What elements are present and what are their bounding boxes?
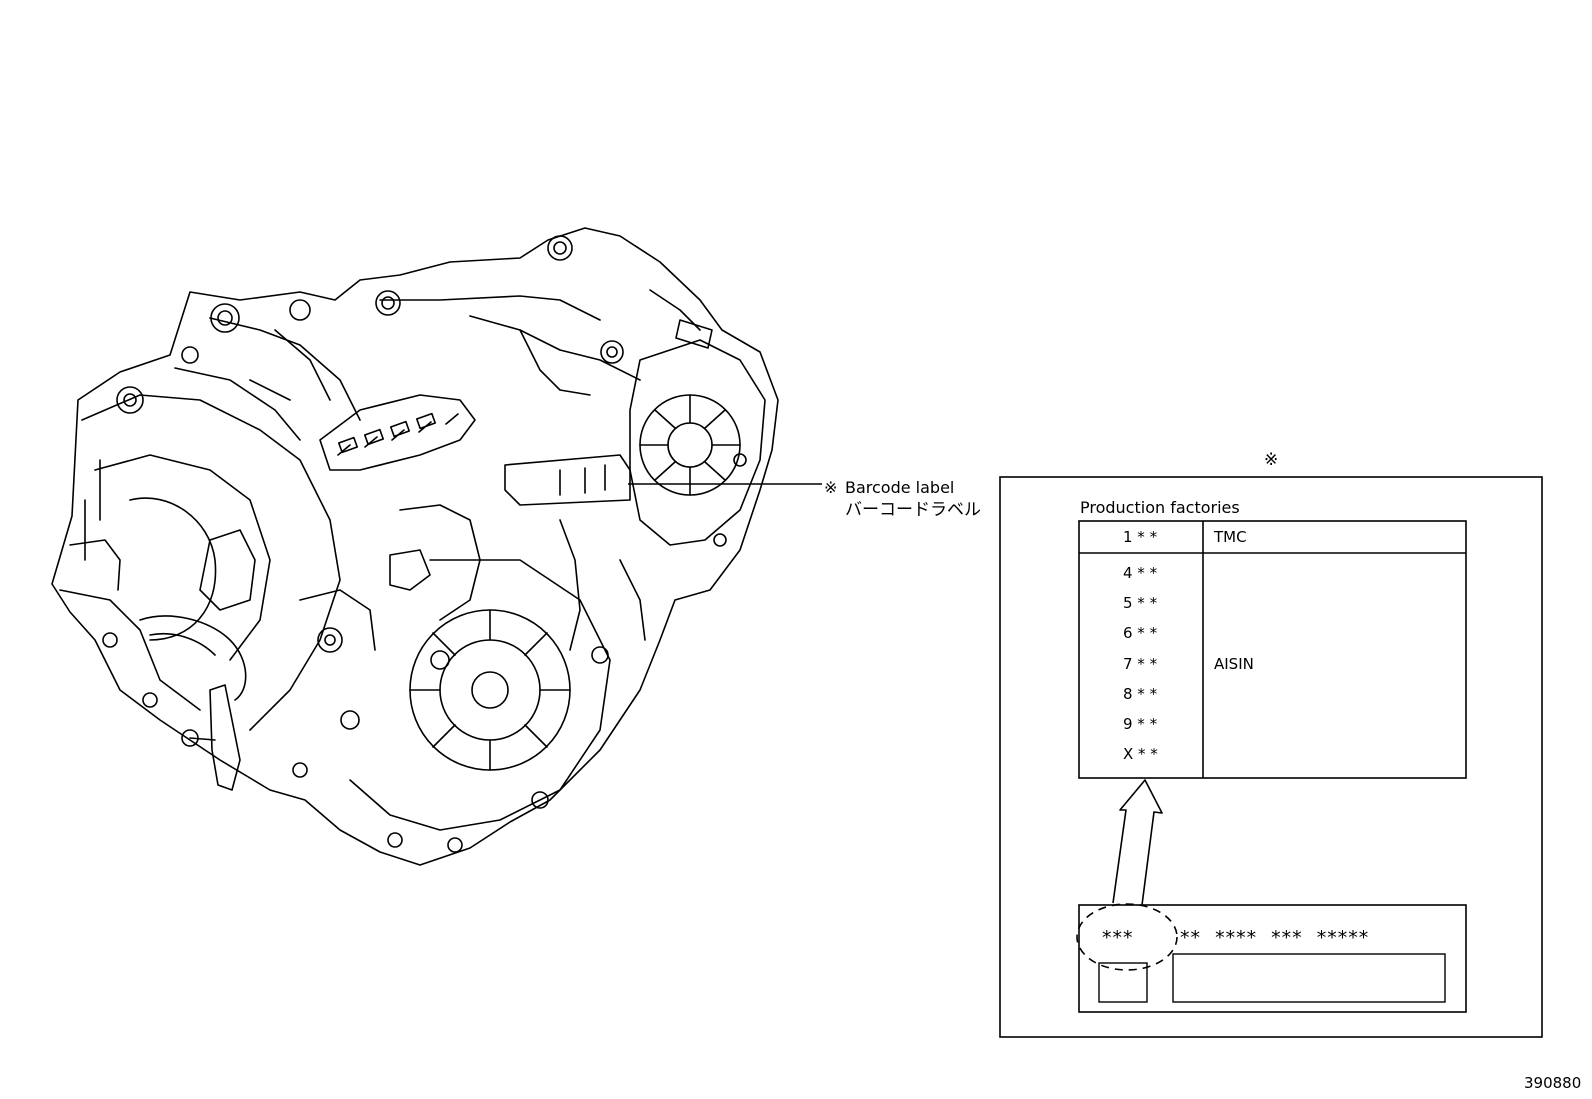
barcode-long-box (1172, 953, 1446, 1003)
table-row-code: 9 * * (1123, 715, 1158, 733)
barcode-code-text: ** **** *** ***** (1180, 927, 1370, 949)
transmission-illustration (51, 227, 779, 866)
barcode-label-frame (1078, 904, 1467, 1013)
detail-mark: ※ (1264, 450, 1279, 470)
factories-table-title: Production factories (1080, 498, 1240, 517)
table-row-code: 6 * * (1123, 624, 1158, 642)
detail-frame (999, 476, 1543, 1038)
pointer-arrow (1112, 779, 1163, 906)
table-row-factory: TMC (1214, 528, 1247, 546)
highlight-dashed-ellipse (1076, 903, 1178, 971)
factories-table-frame (1078, 520, 1467, 779)
barcode-callout-label-en: Barcode label (845, 478, 955, 497)
barcode-callout-mark: ※ (824, 478, 838, 497)
table-row-code: 7 * * (1123, 655, 1158, 673)
barcode-prefix-text: *** (1102, 927, 1134, 949)
figure-id: 390880 (1524, 1074, 1582, 1092)
table-row-factory: AISIN (1214, 655, 1254, 673)
table-row-code: 1 * * (1123, 528, 1158, 546)
barcode-callout-label-ja: バーコードラベル (845, 500, 981, 520)
table-row-code: X * * (1123, 745, 1158, 763)
barcode-small-box (1098, 962, 1148, 1003)
table-row-code: 4 * * (1123, 564, 1158, 582)
table-row-code: 5 * * (1123, 594, 1158, 612)
table-row-code: 8 * * (1123, 685, 1158, 703)
